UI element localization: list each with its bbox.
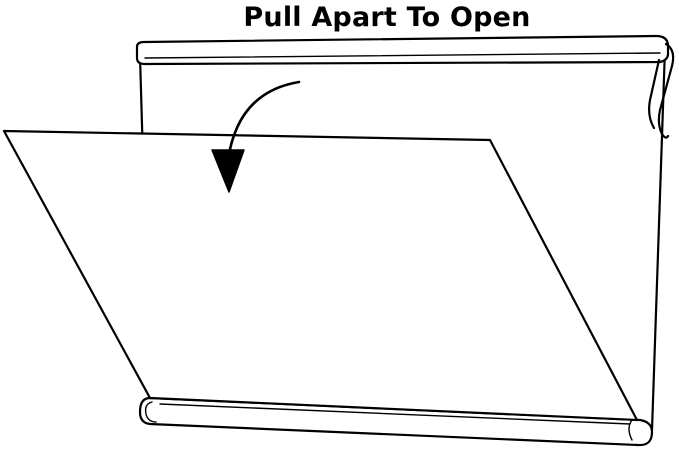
diagram-title: Pull Apart To Open <box>243 2 531 33</box>
front-flap <box>2 129 639 422</box>
curved-arrow-down-icon <box>211 80 301 193</box>
bottom-lip <box>138 396 654 447</box>
